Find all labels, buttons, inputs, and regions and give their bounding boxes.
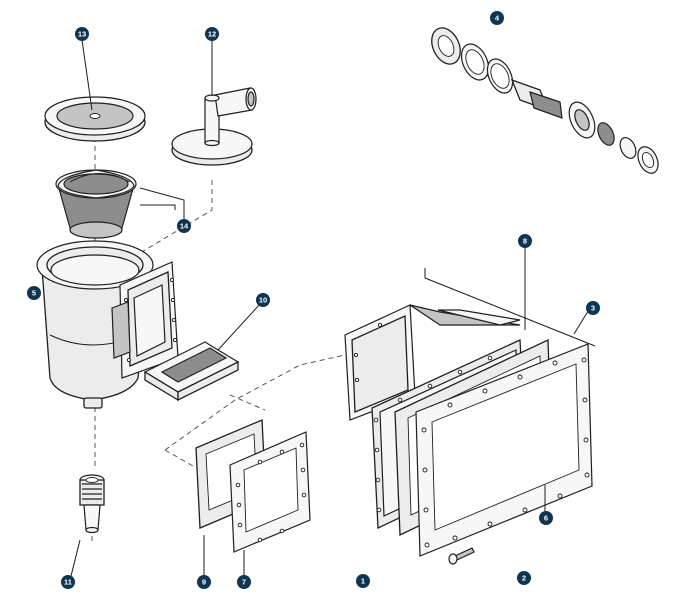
return-fitting-assembly xyxy=(431,27,659,174)
callout-9-label: 9 xyxy=(202,578,206,587)
skimmer-lid xyxy=(44,96,146,142)
callout-6-label: 6 xyxy=(544,514,548,523)
callout-11: 11 xyxy=(61,575,75,589)
fitting-nozzle xyxy=(79,474,105,534)
callout-10-label: 10 xyxy=(259,296,267,305)
skimmer-body xyxy=(36,240,179,409)
callout-9: 9 xyxy=(197,575,211,589)
callout-8: 8 xyxy=(518,234,532,248)
callout-1-label: 1 xyxy=(361,577,365,586)
callout-11-label: 11 xyxy=(64,578,72,587)
leader-lines xyxy=(69,38,596,581)
callout-13: 13 xyxy=(75,27,89,41)
callout-5: 5 xyxy=(27,286,41,300)
weir-flap xyxy=(143,341,240,402)
callout-4: 4 xyxy=(490,11,504,25)
vacuum-plate xyxy=(171,87,257,166)
housing-flange-holes xyxy=(353,322,493,513)
small-faceplate-holes xyxy=(235,442,307,543)
screw xyxy=(448,547,475,565)
callout-13-label: 13 xyxy=(78,30,86,39)
callout-14-label: 14 xyxy=(180,222,189,231)
large-faceplate xyxy=(415,343,593,557)
callout-5-label: 5 xyxy=(32,289,36,298)
callout-7-label: 7 xyxy=(242,578,246,587)
callout-12-label: 12 xyxy=(208,30,216,39)
callout-8-label: 8 xyxy=(523,237,527,246)
callout-7: 7 xyxy=(237,575,251,589)
callout-14: 14 xyxy=(177,219,191,233)
callout-10: 10 xyxy=(256,293,270,307)
callout-3-label: 3 xyxy=(591,304,595,313)
callout-3: 3 xyxy=(586,301,600,315)
callout-2: 2 xyxy=(517,571,531,585)
callout-1: 1 xyxy=(356,574,370,588)
callout-12: 12 xyxy=(205,27,219,41)
callout-4-label: 4 xyxy=(495,14,500,23)
skimmer-basket xyxy=(55,169,137,239)
callout-6: 6 xyxy=(539,511,553,525)
callout-2-label: 2 xyxy=(522,574,526,583)
small-faceplate xyxy=(229,431,311,553)
large-faceplate-holes xyxy=(421,357,590,548)
